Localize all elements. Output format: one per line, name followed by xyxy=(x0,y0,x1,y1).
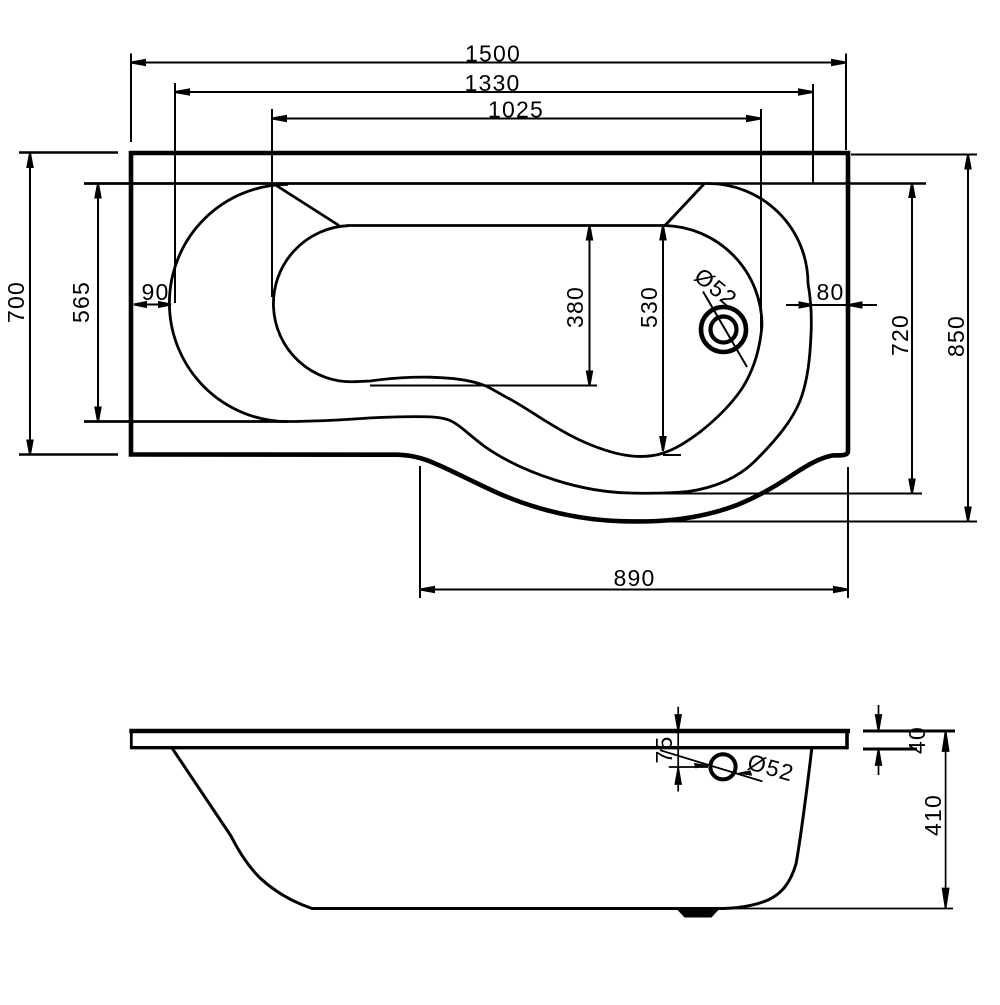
svg-text:40: 40 xyxy=(904,726,930,754)
svg-text:530: 530 xyxy=(636,286,662,328)
svg-text:90: 90 xyxy=(142,279,170,305)
svg-text:700: 700 xyxy=(3,281,29,323)
svg-text:1330: 1330 xyxy=(465,70,521,96)
svg-text:80: 80 xyxy=(817,279,845,305)
svg-text:Ø52: Ø52 xyxy=(690,263,743,313)
svg-text:565: 565 xyxy=(68,281,94,323)
svg-text:1500: 1500 xyxy=(465,41,521,67)
svg-text:890: 890 xyxy=(614,565,656,591)
svg-text:75: 75 xyxy=(651,736,677,764)
svg-text:380: 380 xyxy=(562,286,588,328)
svg-text:1025: 1025 xyxy=(488,97,544,123)
svg-text:410: 410 xyxy=(920,794,946,836)
svg-text:850: 850 xyxy=(943,315,969,357)
svg-text:720: 720 xyxy=(887,314,913,356)
svg-text:Ø52: Ø52 xyxy=(745,749,797,787)
